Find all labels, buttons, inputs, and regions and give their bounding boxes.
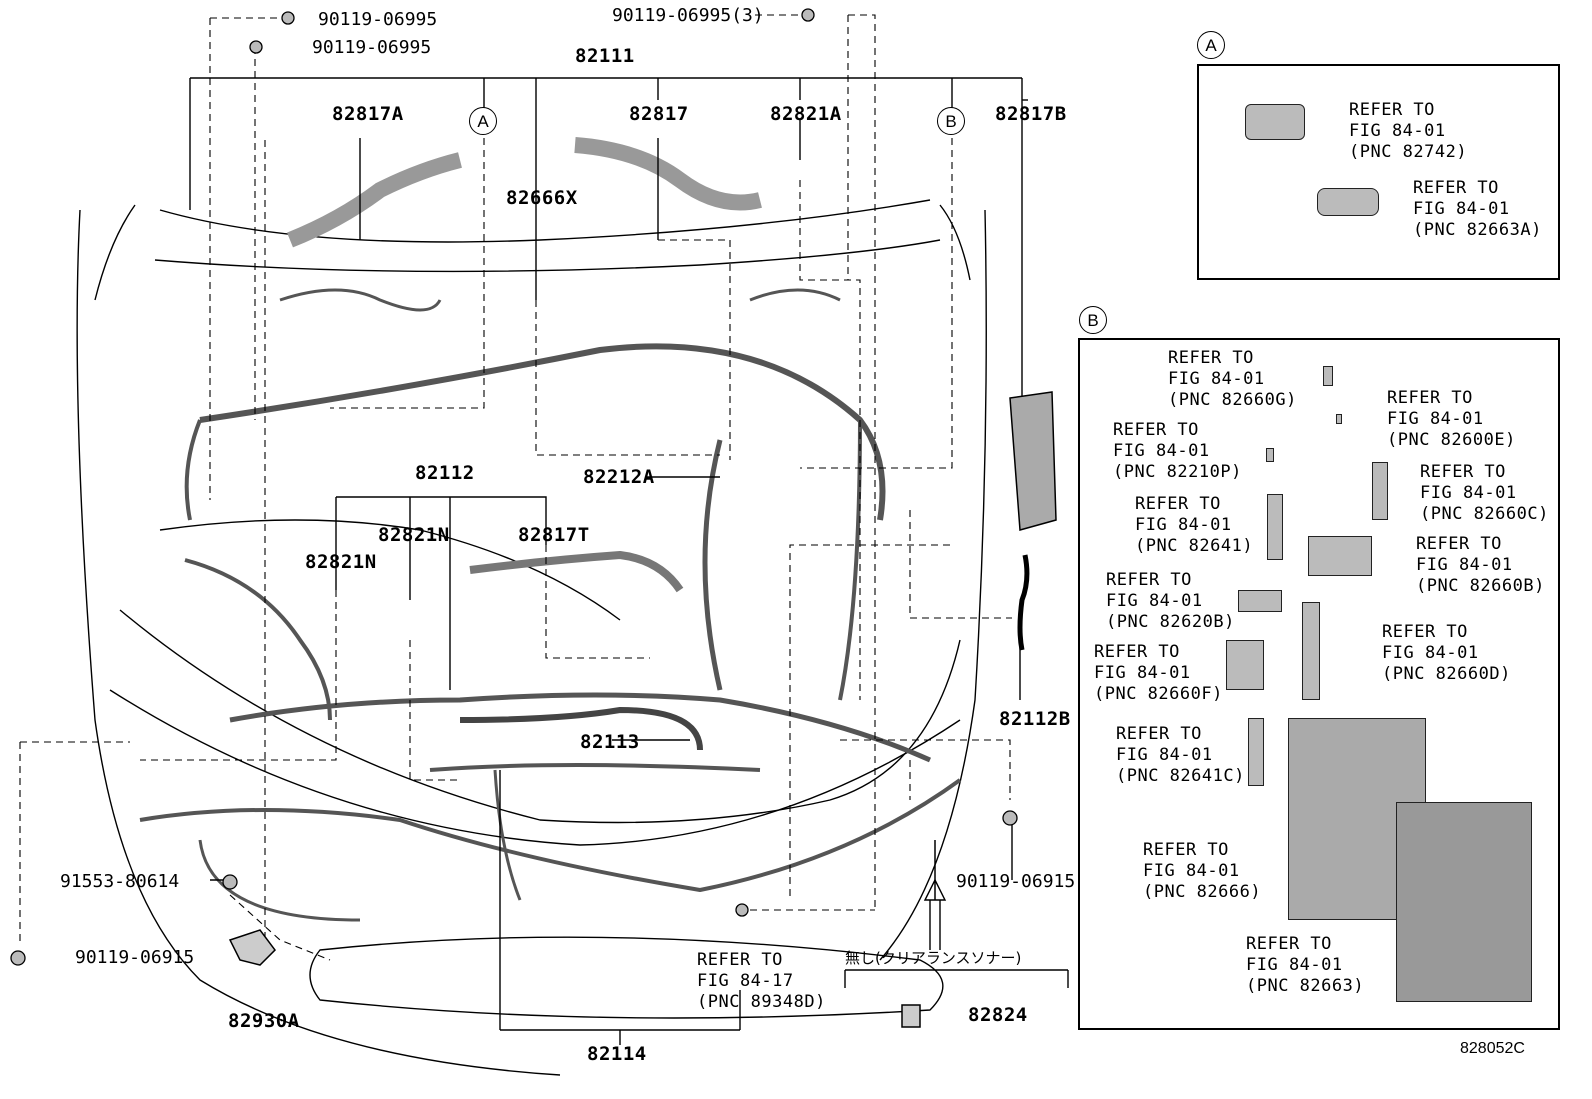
detail-box-a: REFER TO FIG 84-01 (PNC 82742) REFER TO … (1197, 64, 1560, 280)
clip-icon (1266, 448, 1274, 462)
refer-note: REFER TO FIG 84-01 (PNC 82666) (1143, 840, 1262, 902)
part-number-label: 82821A (770, 103, 842, 125)
part-number-label: 82112B (999, 708, 1071, 730)
refer-note: REFER TO FIG 84-01 (PNC 82660B) (1416, 534, 1545, 596)
fastener-label: 90119-06915 (75, 947, 195, 968)
part-number-label: 82666X (506, 187, 578, 209)
part-number-label: 82817 (629, 103, 689, 125)
refer-note: REFER TO FIG 84-01 (PNC 82210P) (1113, 420, 1242, 482)
callout-b-marker: B (937, 107, 965, 135)
part-number-label: 82817A (332, 103, 404, 125)
connector-icon (1226, 640, 1264, 690)
detail-box-b: REFER TO FIG 84-01 (PNC 82660G) REFER TO… (1078, 338, 1560, 1030)
box-a-label: A (1197, 31, 1225, 59)
connector-icon (1267, 494, 1283, 560)
connector-icon (1302, 602, 1320, 700)
part-number-label: 82817B (995, 103, 1067, 125)
refer-note: REFER TO FIG 84-01 (PNC 82641C) (1116, 724, 1245, 786)
part-number-label: 82114 (587, 1043, 647, 1065)
refer-note: REFER TO FIG 84-01 (PNC 82660C) (1420, 462, 1549, 524)
part-number-label: 82824 (968, 1004, 1028, 1026)
refer-note: REFER TO FIG 84-01 (PNC 82742) (1349, 100, 1468, 162)
connector-icon (1238, 590, 1282, 612)
connector-icon (1248, 718, 1264, 786)
fastener-label: 90119-06915 (956, 871, 1076, 892)
clip-icon (1336, 414, 1342, 424)
connector-icon (1245, 104, 1305, 140)
callout-a-marker: A (469, 107, 497, 135)
part-number-label: 82930A (228, 1010, 300, 1032)
part-number-label: 82817T (518, 524, 590, 546)
refer-note: REFER TO FIG 84-01 (PNC 82600E) (1387, 388, 1516, 450)
refer-note: REFER TO FIG 84-01 (PNC 82663) (1246, 934, 1365, 996)
part-number-label: 82111 (575, 45, 635, 67)
junction-cover-icon (1396, 802, 1532, 1002)
part-number-label: 82113 (580, 731, 640, 753)
box-b-label: B (1079, 306, 1107, 334)
fastener-label: 90119-06995(3) (612, 5, 764, 26)
refer-note: REFER TO FIG 84-01 (PNC 82660D) (1382, 622, 1511, 684)
fastener-label: 90119-06995 (318, 9, 438, 30)
connector-icon (1317, 188, 1379, 216)
refer-note: REFER TO FIG 84-01 (PNC 82620B) (1106, 570, 1235, 632)
part-number-label: 82112 (415, 462, 475, 484)
refer-note: REFER TO FIG 84-17 (PNC 89348D) (697, 950, 826, 1012)
part-number-label: 82821N (378, 524, 450, 546)
part-number-label: 82212A (583, 466, 655, 488)
figure-id: 828052C (1460, 1040, 1525, 1057)
japanese-note: 無し(クリアランスソナー) (845, 949, 1022, 967)
refer-note: REFER TO FIG 84-01 (PNC 82663A) (1413, 178, 1542, 240)
fastener-label: 90119-06995 (312, 37, 432, 58)
refer-note: REFER TO FIG 84-01 (PNC 82660F) (1094, 642, 1223, 704)
connector-icon (1372, 462, 1388, 520)
connector-icon (1308, 536, 1372, 576)
refer-note: REFER TO FIG 84-01 (PNC 82660G) (1168, 348, 1297, 410)
fastener-label: 91553-80614 (60, 871, 180, 892)
clip-icon (1323, 366, 1333, 386)
refer-note: REFER TO FIG 84-01 (PNC 82641) (1135, 494, 1254, 556)
part-number-label: 82821N (305, 551, 377, 573)
